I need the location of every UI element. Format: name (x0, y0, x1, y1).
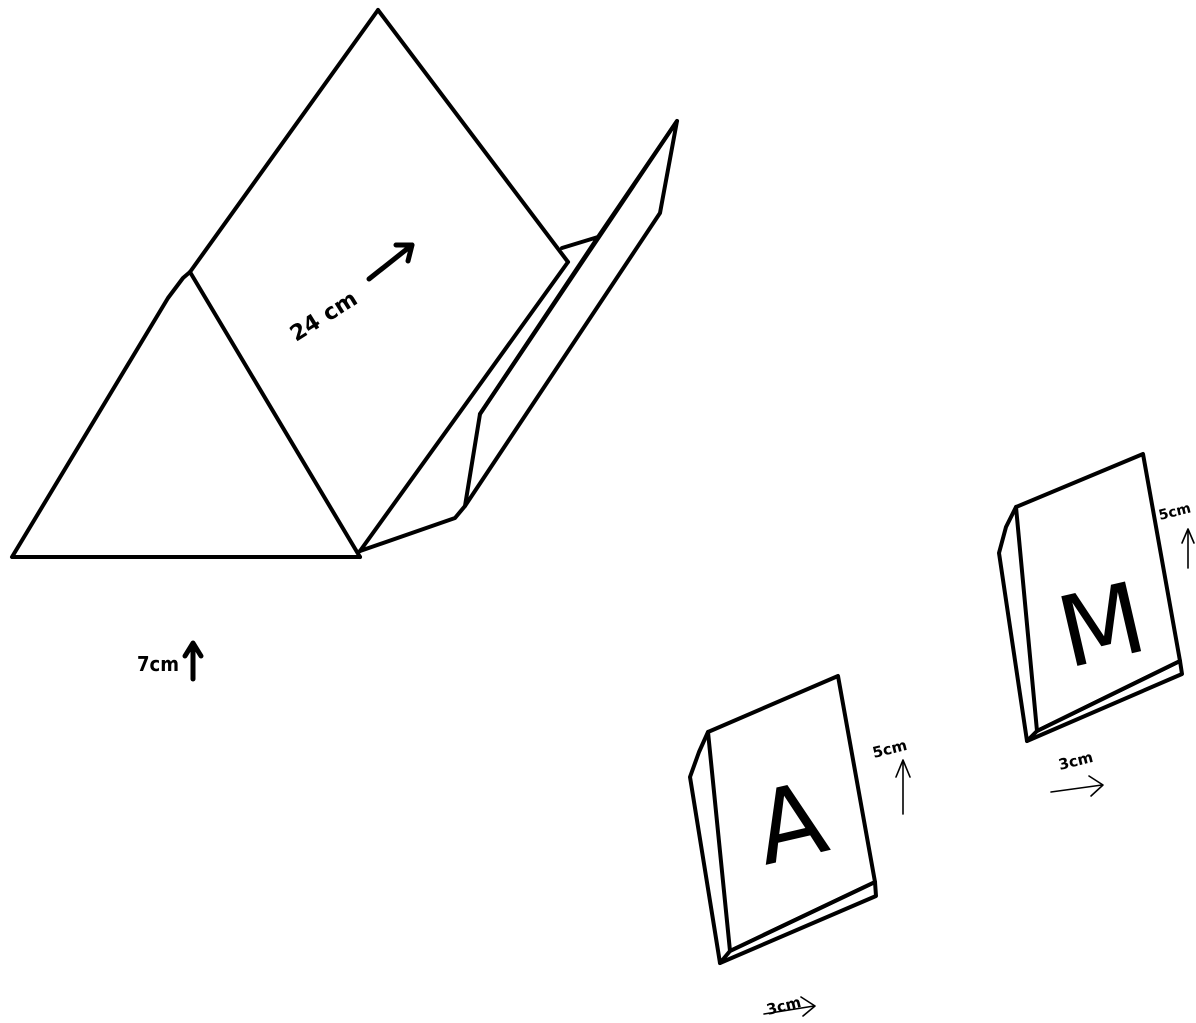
prism-length-arrow (366, 242, 415, 282)
block-a-height-arrow (895, 759, 911, 815)
block-a-width-label: 3cm (765, 993, 803, 1019)
block-m-width-arrow (1050, 775, 1104, 797)
prism-front-triangle (10, 270, 362, 559)
block-a-bevel (728, 880, 877, 953)
block-m-height-label: 5cm (1157, 500, 1193, 523)
prism-height-label: 7cm (137, 652, 179, 676)
prism-top-ridge (188, 8, 380, 274)
block-m-height-arrow (1181, 528, 1195, 569)
prism-back-panel (358, 235, 600, 553)
prism-height-arrow (182, 640, 204, 682)
prism-tab-fold (596, 119, 679, 239)
triangular-prism: 24 cm 7cm (10, 8, 679, 682)
prism-front-edge-right (188, 270, 362, 559)
block-a-width-arrow (763, 996, 816, 1017)
block-m: M 5cm 3cm (997, 452, 1195, 797)
block-m-letter: M (1048, 561, 1156, 691)
prism-length-label: 24 cm (286, 287, 362, 348)
block-a-height-label: 5cm (871, 736, 909, 762)
prism-top-far-edge (358, 260, 570, 553)
block-a: A 5cm 3cm (688, 674, 911, 1019)
block-m-bottom-side (1025, 659, 1184, 743)
block-a-letter: A (744, 759, 837, 888)
prism-top-back-edge (376, 8, 570, 264)
block-a-left-side (688, 730, 732, 965)
prism-tab-flap (463, 119, 679, 508)
block-a-bottom-side (718, 880, 878, 965)
block-m-bevel (1035, 659, 1182, 733)
block-m-width-label: 3cm (1057, 748, 1095, 774)
